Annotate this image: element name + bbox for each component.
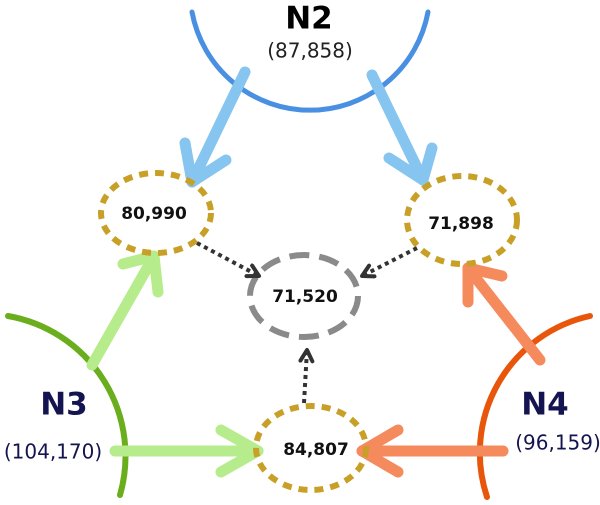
- n3-arrows: [86, 250, 264, 478]
- n2-arc: [189, 9, 431, 113]
- n2-count-label: (87,858): [267, 39, 353, 63]
- n3-name-label: N3: [40, 387, 88, 423]
- n2-n4-overlap-ellipse: [404, 173, 520, 267]
- n2-n3-overlap-ellipse: [98, 170, 214, 256]
- arrow-n4-to-n2n4: [462, 262, 546, 366]
- n2-n3-overlap-value: 80,990: [121, 204, 187, 224]
- all-overlap-ellipse: [247, 252, 361, 340]
- n2-arrows: [179, 66, 438, 188]
- dotted-arrow-from-n2n4: [360, 246, 418, 279]
- n2-n4-overlap-value: 71,898: [428, 214, 494, 234]
- n4-arc: [476, 313, 593, 500]
- n3-arc: [5, 313, 129, 498]
- n2-name-label: N2: [285, 1, 333, 37]
- n3-n4-overlap-ellipse: [253, 403, 369, 493]
- arrow-n3-to-n2n3: [86, 250, 164, 371]
- dotted-arrows: [196, 241, 418, 404]
- all-overlap-value: 71,520: [272, 287, 338, 307]
- n3-n4-overlap-value: 84,807: [283, 440, 349, 460]
- n4-name-label: N4: [521, 387, 569, 423]
- n3-count-label: (104,170): [4, 440, 102, 464]
- arrow-n4-to-n3n4: [356, 424, 509, 478]
- arrow-n3-to-n3n4: [109, 424, 264, 478]
- dotted-arrow-from-n3n4: [298, 348, 315, 404]
- arrow-n2-to-n2n3: [179, 66, 251, 188]
- n4-arrows: [356, 262, 546, 478]
- n4-count-label: (96,159): [515, 431, 600, 455]
- arrow-n2-to-n2n4: [366, 69, 438, 186]
- dotted-arrow-from-n2n3: [196, 241, 261, 279]
